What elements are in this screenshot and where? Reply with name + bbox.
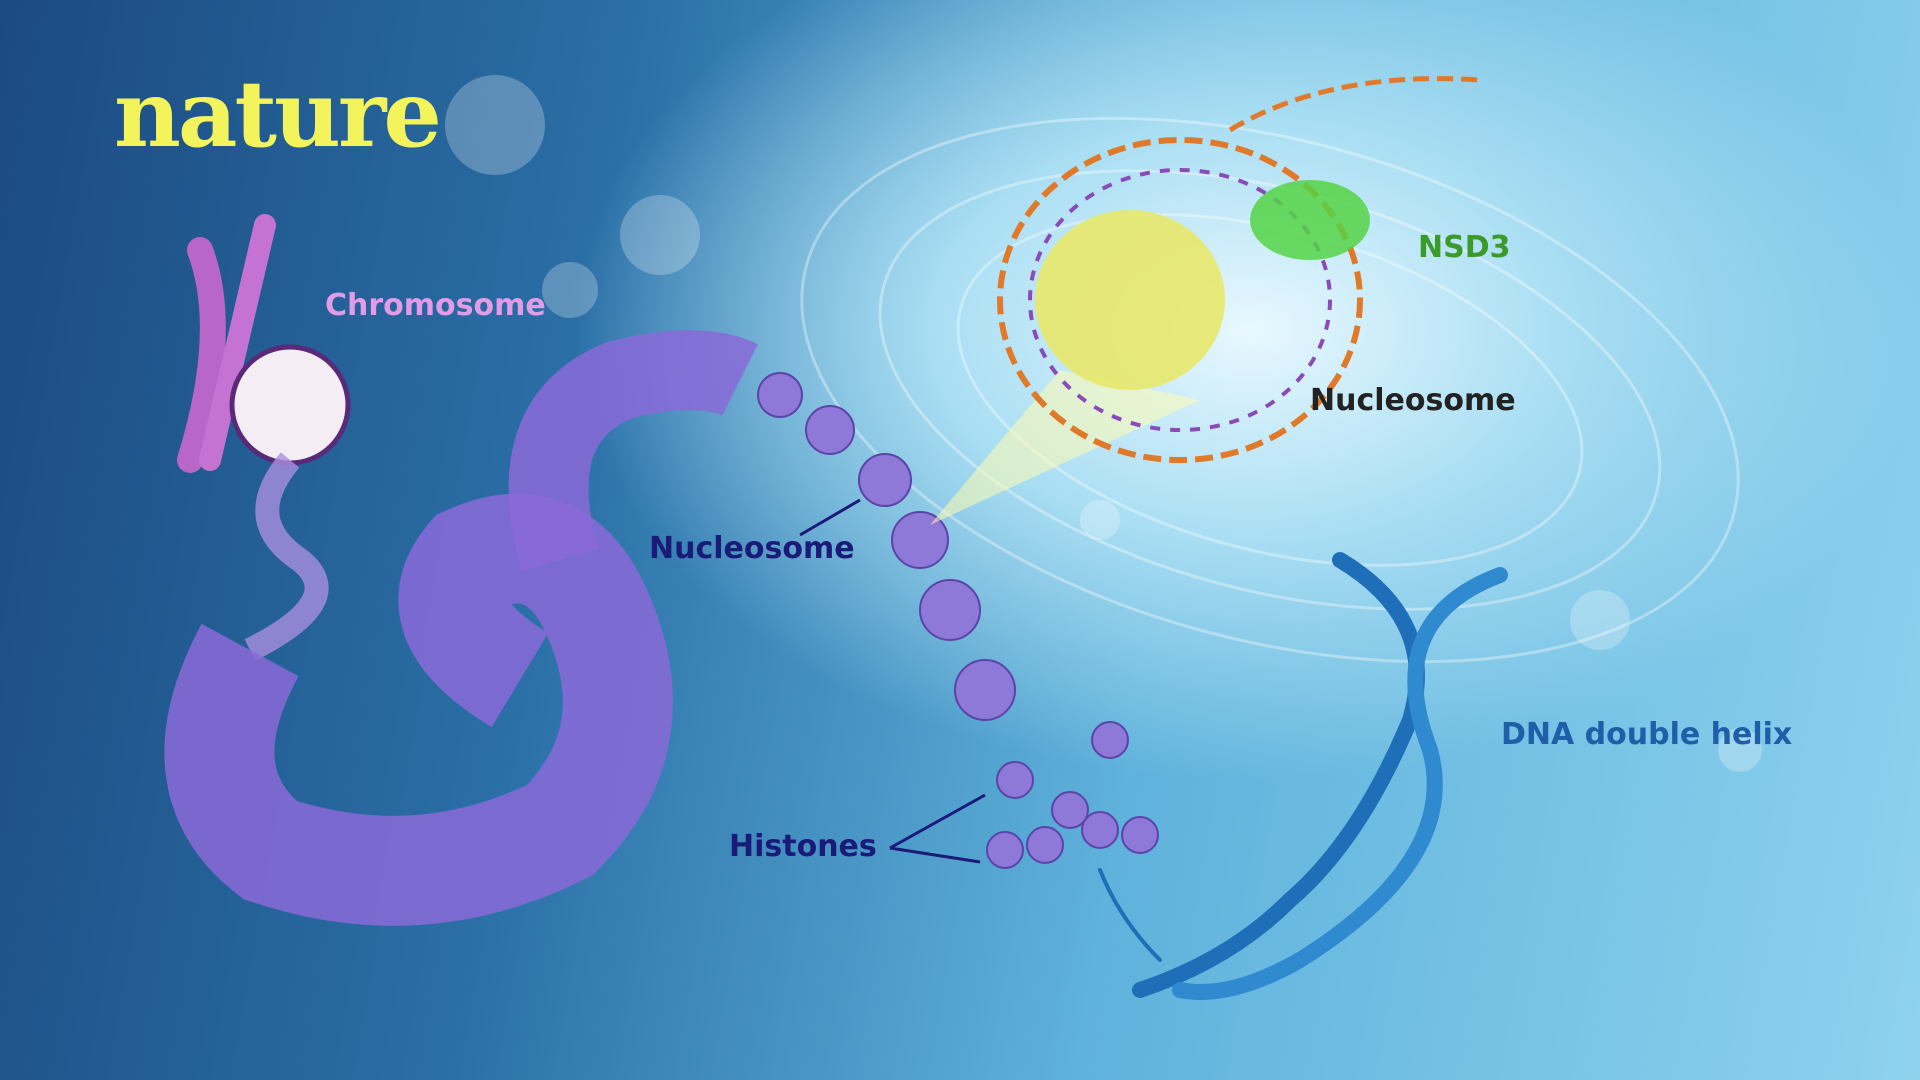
nucleosome-beads [757,372,1159,869]
chromatin-fiber [164,330,758,926]
histones-label: Histones [729,829,877,864]
dna-helix [1098,552,1508,1000]
dna-double-helix-label: DNA double helix [1501,717,1793,752]
chromosome-label: Chromosome [325,288,546,323]
nature-logo: nature [114,60,442,168]
bokeh [445,75,1762,772]
nucleosome-structure [997,76,1481,463]
chromosome-image [177,214,351,661]
pointer-lines [799,498,986,864]
nsd3-label: NSD3 [1418,230,1511,265]
galaxy-swirl [800,116,1740,664]
zoom-beam [930,370,1200,525]
nucleosome-structure-label: Nucleosome [1310,383,1516,418]
nucleosome-chain-label: Nucleosome [649,531,855,566]
